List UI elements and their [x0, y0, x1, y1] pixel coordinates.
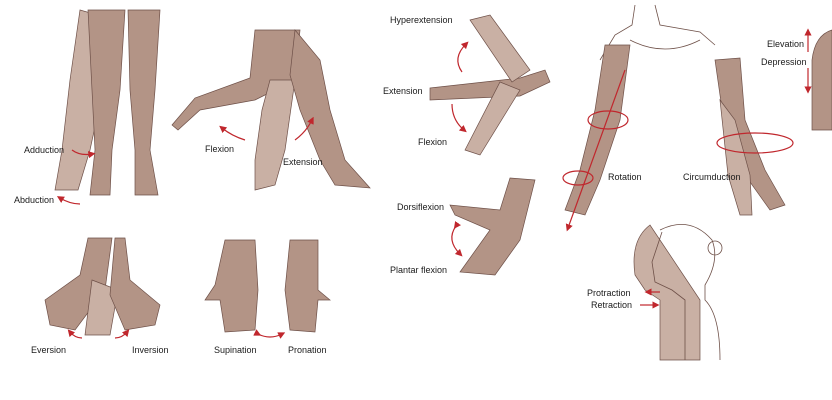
label-elevation: Elevation [767, 39, 805, 49]
label-pronation: Pronation [288, 345, 327, 355]
label-hand-flexion: Flexion [418, 137, 448, 147]
label-protraction: Protraction [587, 288, 631, 298]
label-depression: Depression [761, 57, 807, 67]
label-rotation: Rotation [608, 172, 642, 182]
ankle-figure [449, 177, 536, 276]
feet-figure [44, 237, 161, 339]
label-eversion: Eversion [31, 345, 67, 355]
legs-front-figure [54, 9, 161, 205]
label-leg-flexion: Flexion [205, 144, 235, 154]
label-plantar-flexion: Plantar flexion [390, 265, 448, 275]
label-abduction: Abduction [14, 195, 55, 205]
legs-side-figure [171, 29, 371, 191]
label-adduction: Adduction [24, 145, 65, 155]
torso-arms-figure [562, 4, 794, 232]
label-hand-extension: Extension [383, 86, 423, 96]
head-figure [633, 223, 723, 361]
label-inversion: Inversion [132, 345, 169, 355]
label-circumduction: Circumduction [683, 172, 741, 182]
wrist-figure [429, 14, 551, 156]
label-hyperextension: Hyperextension [390, 15, 453, 25]
hands-figure [204, 239, 331, 339]
label-leg-extension: Extension [283, 157, 323, 167]
shoulder-figure [804, 28, 832, 131]
label-retraction: Retraction [591, 300, 633, 310]
label-dorsiflexion: Dorsiflexion [397, 202, 445, 212]
label-supination: Supination [214, 345, 257, 355]
